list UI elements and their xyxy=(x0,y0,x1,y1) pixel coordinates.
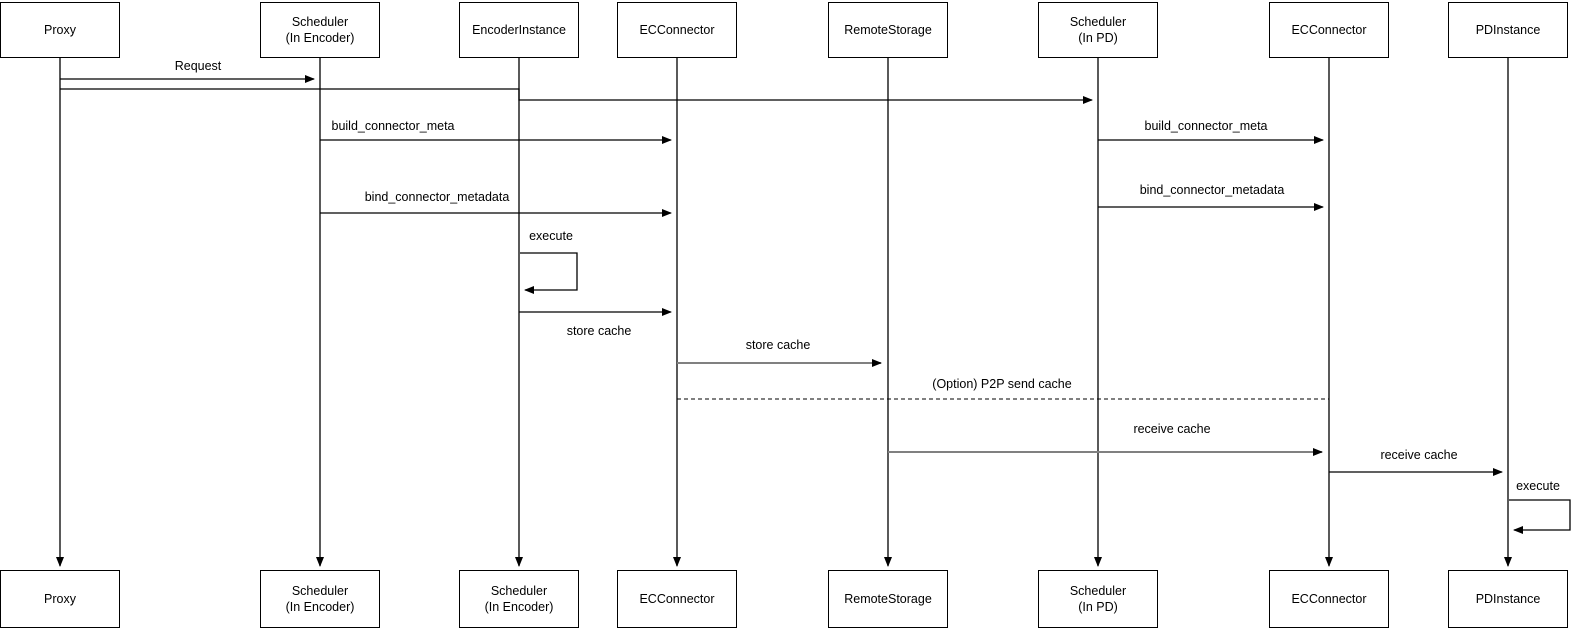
participant-bottom-proxy: Proxy xyxy=(0,570,120,628)
participant-label: Scheduler xyxy=(291,583,349,598)
participant-label: ECConnector xyxy=(1291,22,1367,37)
message-label-store-cache-1: store cache xyxy=(566,324,632,338)
participant-label: ECConnector xyxy=(1291,591,1367,606)
message-label-receive-cache-1: receive cache xyxy=(1133,422,1211,436)
participant-top-pd-instance: PDInstance xyxy=(1448,2,1568,58)
participant-label: Scheduler xyxy=(291,14,349,29)
message-label-execute-encoder: execute xyxy=(529,229,573,243)
participant-top-ec-connector-2: ECConnector xyxy=(1269,2,1389,58)
participant-bottom-ec-connector-2: ECConnector xyxy=(1269,570,1389,628)
participant-label: RemoteStorage xyxy=(844,591,932,606)
participant-label: ECConnector xyxy=(639,22,715,37)
participant-label: Scheduler xyxy=(1069,583,1127,598)
message-label-build-connector-meta-left: build_connector_meta xyxy=(331,119,455,133)
message-label-build-connector-meta-right: build_connector_meta xyxy=(1144,119,1268,133)
participant-sublabel: (In Encoder) xyxy=(285,600,355,614)
participant-label: PDInstance xyxy=(1475,22,1541,37)
message-label-store-cache-2: store cache xyxy=(745,338,811,352)
participant-top-proxy: Proxy xyxy=(0,2,120,58)
participant-label: PDInstance xyxy=(1475,591,1541,606)
message-label-request: Request xyxy=(174,59,222,73)
participant-label: Proxy xyxy=(44,22,76,37)
participant-sublabel: (In PD) xyxy=(1078,31,1118,45)
participant-label: RemoteStorage xyxy=(844,22,932,37)
message-label-execute-pd: execute xyxy=(1516,479,1560,493)
participant-label: Scheduler xyxy=(1069,14,1127,29)
participant-top-encoder-instance: EncoderInstance xyxy=(459,2,579,58)
participant-sublabel: (In PD) xyxy=(1078,600,1118,614)
message-label-p2p-send-cache: (Option) P2P send cache xyxy=(932,377,1072,391)
participant-bottom-remote-storage: RemoteStorage xyxy=(828,570,948,628)
participant-label: Scheduler xyxy=(490,583,548,598)
participant-sublabel: (In Encoder) xyxy=(285,31,355,45)
participant-top-remote-storage: RemoteStorage xyxy=(828,2,948,58)
message-line-execute-pd xyxy=(1509,499,1571,534)
participant-label: Proxy xyxy=(44,591,76,606)
participant-bottom-scheduler-in-pd: Scheduler (In PD) xyxy=(1038,570,1158,628)
participant-top-scheduler-in-encoder: Scheduler (In Encoder) xyxy=(260,2,380,58)
participant-sublabel: (In Encoder) xyxy=(484,600,554,614)
participant-bottom-scheduler-in-encoder: Scheduler (In Encoder) xyxy=(260,570,380,628)
participant-bottom-encoder-instance: Scheduler (In Encoder) xyxy=(459,570,579,628)
message-line-proxy-to-scheduler-pd xyxy=(60,88,1093,104)
message-line-execute-encoder xyxy=(520,252,578,294)
participant-label: EncoderInstance xyxy=(472,22,566,37)
message-label-bind-connector-metadata-right: bind_connector_metadata xyxy=(1139,183,1285,197)
message-label-bind-connector-metadata-left: bind_connector_metadata xyxy=(364,190,510,204)
message-label-receive-cache-2: receive cache xyxy=(1380,448,1458,462)
participant-top-scheduler-in-pd: Scheduler (In PD) xyxy=(1038,2,1158,58)
participant-top-ec-connector-1: ECConnector xyxy=(617,2,737,58)
participant-bottom-ec-connector-1: ECConnector xyxy=(617,570,737,628)
participant-label: ECConnector xyxy=(639,591,715,606)
participant-bottom-pd-instance: PDInstance xyxy=(1448,570,1568,628)
